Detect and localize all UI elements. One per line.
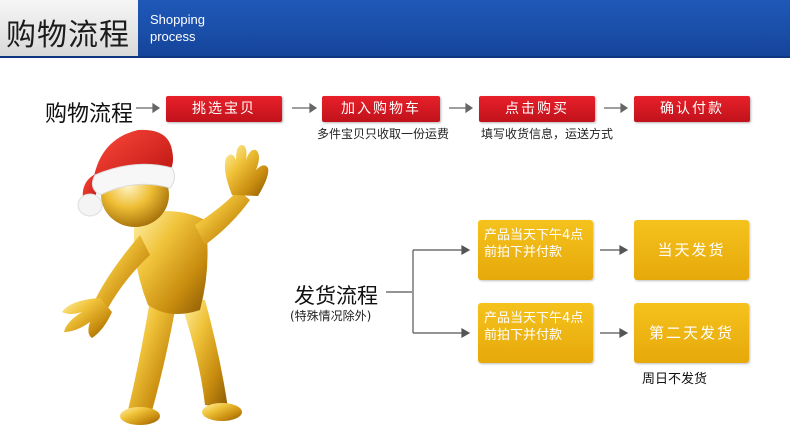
shipping-exception-note: (特殊情况除外) [290, 309, 372, 323]
condition-top-line1: 产品当天下午4点 [484, 228, 584, 243]
page-title: 购物流程 [6, 18, 130, 53]
header-title-box: 购物流程 [0, 0, 138, 56]
header-subtitle-line2: process [150, 29, 196, 44]
note-fill-info: 填写收货信息，运送方式 [481, 127, 614, 141]
shopping-process-title: 购物流程 [45, 102, 134, 127]
step-click-buy: 点击购买 [479, 96, 595, 122]
step-add-to-cart: 加入购物车 [322, 96, 440, 122]
condition-top-line2: 前拍下并付款 [484, 245, 563, 260]
header-subtitle: Shopping process [150, 11, 205, 45]
step-select-item: 挑选宝贝 [166, 96, 282, 122]
header-banner: 购物流程 Shopping process [0, 0, 790, 58]
condition-bottom-line2: 前拍下并付款 [484, 328, 563, 343]
step-confirm-payment: 确认付款 [634, 96, 750, 122]
condition-bottom-line1: 产品当天下午4点 [484, 311, 584, 326]
result-box-next-day: 第二天发货 [634, 303, 749, 363]
shipping-process-title: 发货流程 [294, 284, 378, 308]
result-box-same-day: 当天发货 [634, 220, 749, 280]
sunday-no-shipping-note: 周日不发货 [642, 372, 708, 387]
condition-box-bottom: 产品当天下午4点 前拍下并付款 [478, 303, 593, 363]
note-shipping-fee: 多件宝贝只收取一份运费 [317, 127, 450, 141]
header-subtitle-line1: Shopping [150, 12, 205, 27]
condition-box-top: 产品当天下午4点 前拍下并付款 [478, 220, 593, 280]
